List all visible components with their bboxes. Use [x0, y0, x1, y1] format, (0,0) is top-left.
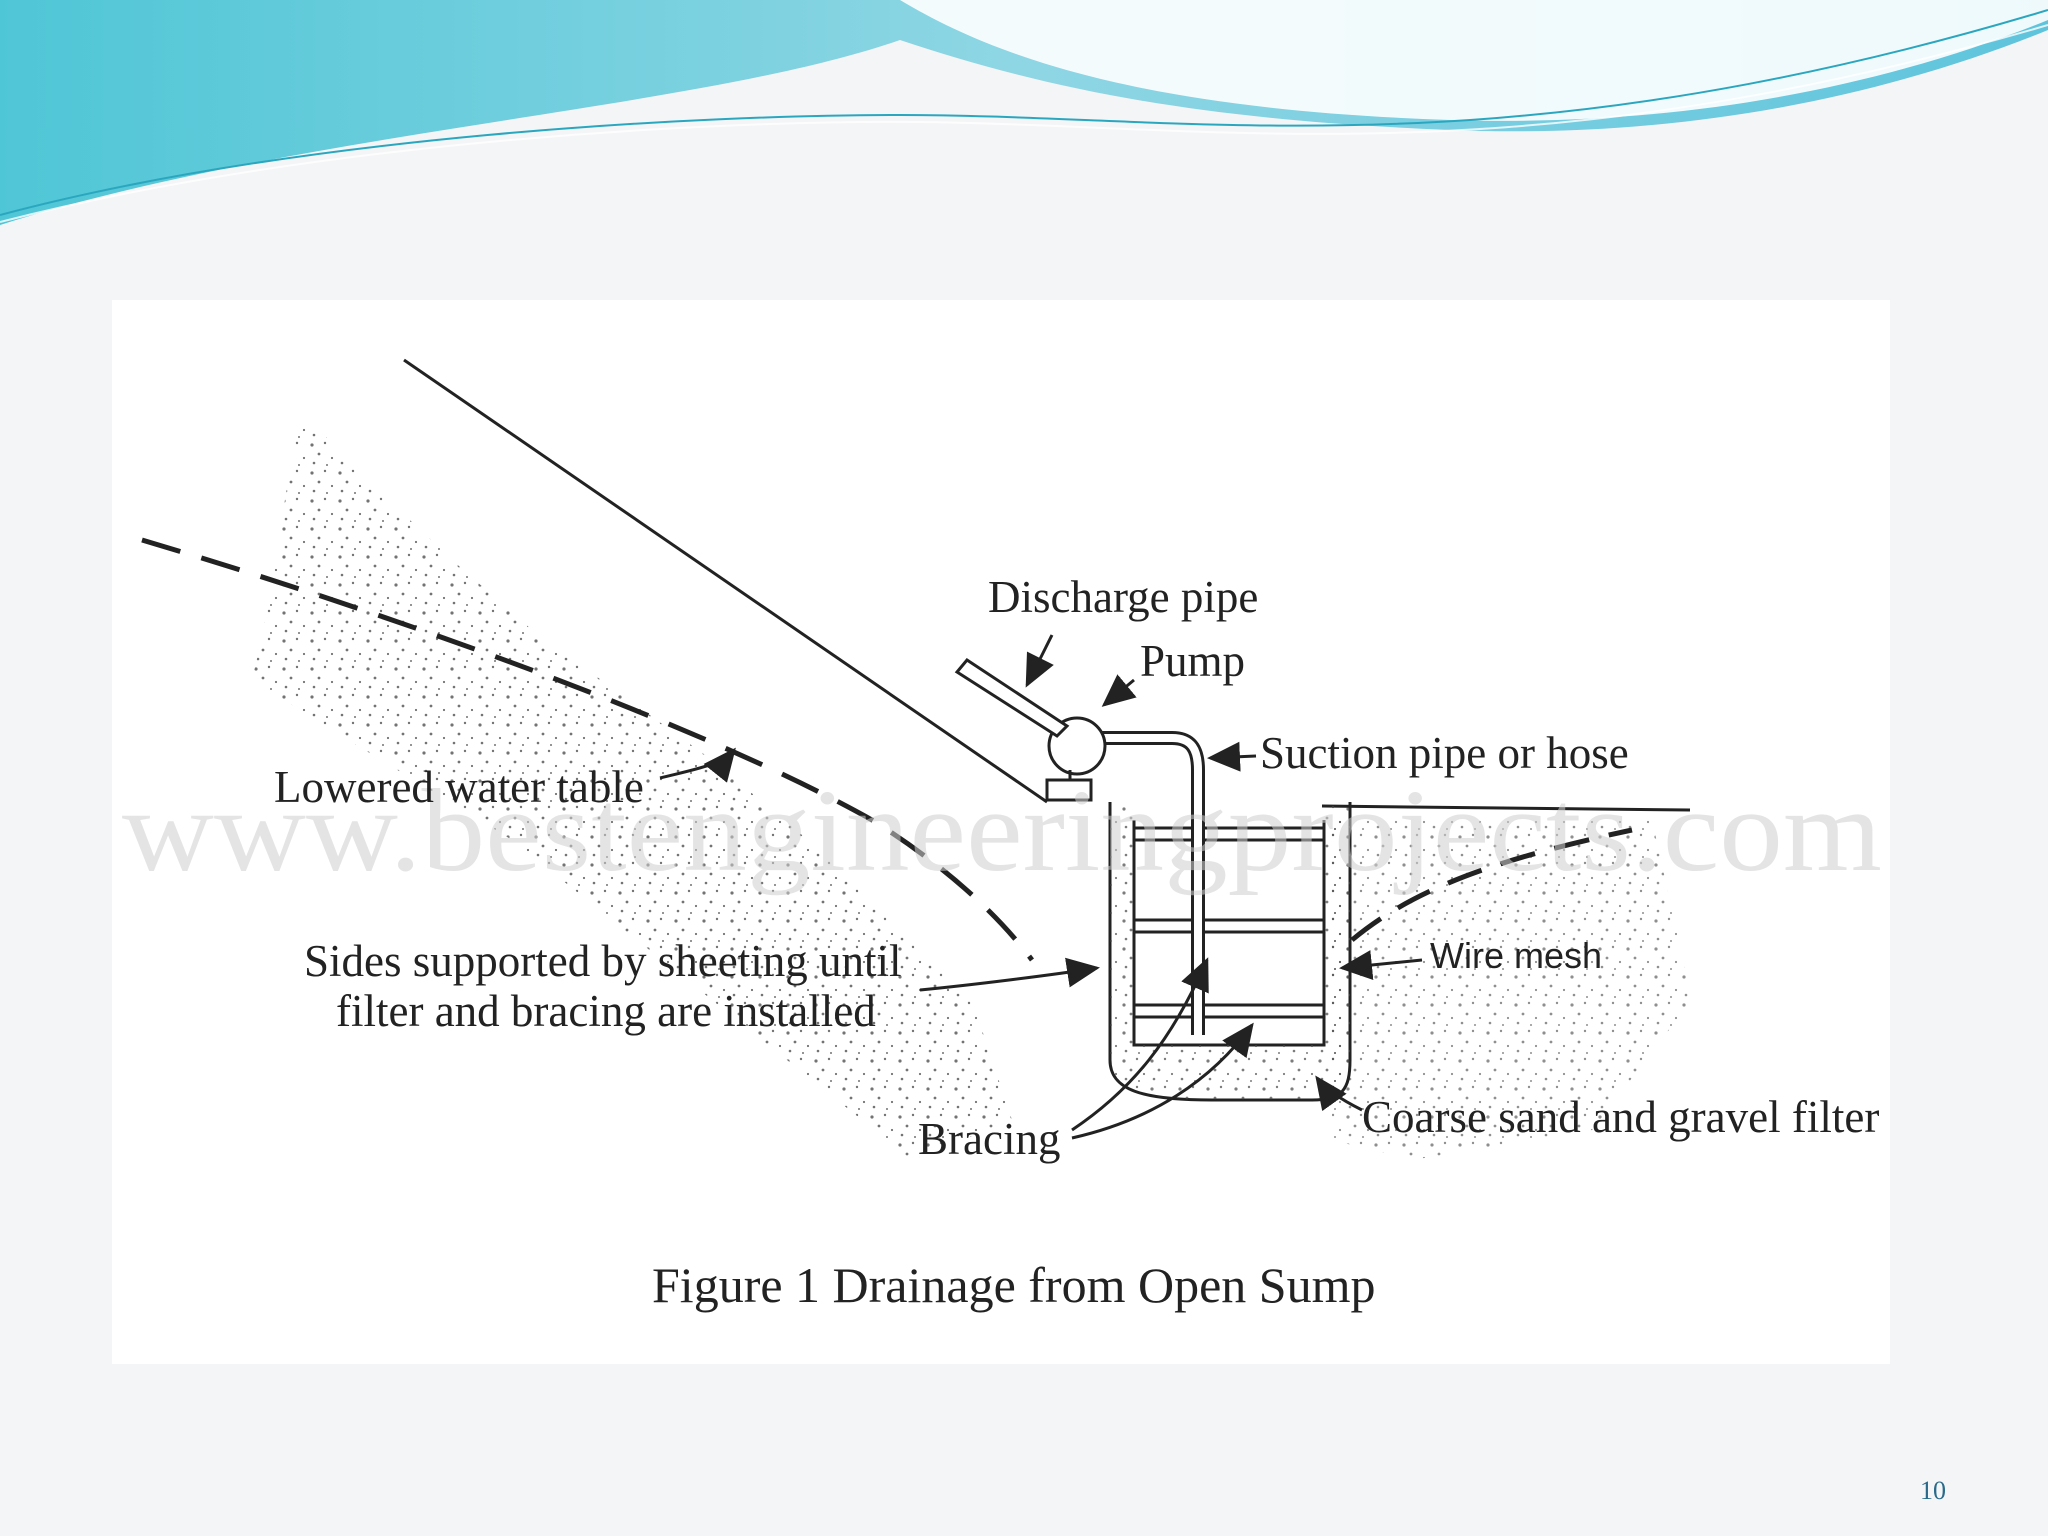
watermark: www.bestengineeringprojects.com: [122, 765, 1882, 896]
leader-arrows: [659, 634, 1423, 1140]
arrow-water-table: [659, 747, 736, 783]
drainage-diagram: www.bestengineeringprojects.com Discharg…: [122, 358, 1882, 1313]
figure-caption: Figure 1 Drainage from Open Sump: [652, 1257, 1375, 1313]
figure-panel: www.bestengineeringprojects.com Discharg…: [112, 300, 1890, 1364]
label-bracing: Bracing: [918, 1114, 1060, 1164]
label-pump: Pump: [1140, 636, 1245, 686]
water-table-line: [141, 537, 1034, 962]
water-table-line-right: [1350, 827, 1633, 942]
arrow-suction-pipe: [1207, 741, 1257, 772]
bracing-bar-bottom: [1132, 1003, 1326, 1019]
arrow-bracing-2: [1071, 1022, 1254, 1140]
arrow-pump: [1101, 674, 1137, 707]
arrow-discharge-pipe: [1025, 634, 1054, 688]
soil-region-right: [1332, 820, 1692, 1160]
ground-surface-right: [1321, 804, 1691, 812]
bracing-bar-top: [1132, 826, 1326, 842]
arrow-wire-mesh: [1339, 950, 1423, 980]
label-suction-pipe: Suction pipe or hose: [1260, 728, 1629, 778]
arrow-bracing-1: [1071, 957, 1209, 1132]
soil-region-left: [252, 410, 1012, 1160]
label-filter: Coarse sand and gravel filter: [1362, 1092, 1879, 1142]
arrow-sides: [919, 957, 1100, 992]
header-wave-decoration: [0, 0, 2048, 225]
label-sides-supported-line1: Sides supported by sheeting until: [304, 936, 901, 986]
discharge-pipe: [954, 658, 1070, 738]
label-lowered-water-table: Lowered water table: [274, 762, 644, 812]
label-wire-mesh: Wire mesh: [1430, 935, 1602, 976]
label-discharge-pipe: Discharge pipe: [988, 572, 1258, 622]
slide-number: 10: [1920, 1476, 1946, 1505]
label-sides-supported-line2: filter and bracing are installed: [336, 986, 876, 1036]
arrow-filter: [1315, 1075, 1363, 1112]
bracing-bar-middle: [1132, 918, 1326, 934]
ground-slope-line: [403, 358, 1048, 804]
